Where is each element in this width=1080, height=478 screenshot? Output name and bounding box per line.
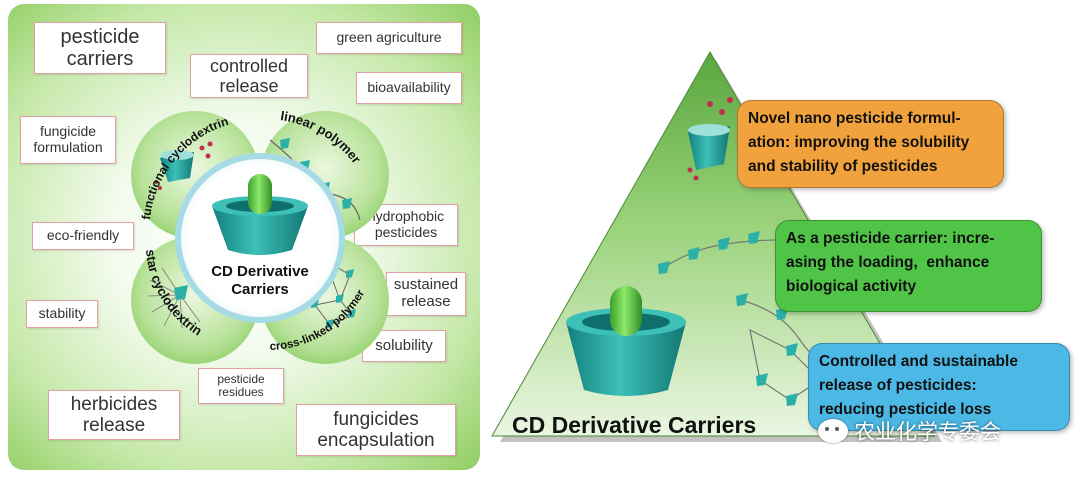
tag-bioavailability: bioavailability — [356, 72, 462, 104]
wechat-icon — [818, 419, 848, 443]
tag-stability: stability — [26, 300, 98, 328]
bubble-pesticide-carrier-text: As a pesticide carrier: incre- asing the… — [786, 230, 995, 296]
cd-derivative-diagram: functional cyclodextrin linear polymer s… — [131, 108, 389, 364]
tag-fungicides-encapsulation: fungicides encapsulation — [296, 404, 456, 456]
small-cup-icon — [687, 97, 733, 181]
tag-herbicides-release: herbicides release — [48, 390, 180, 440]
tag-pesticide-carriers: pesticide carriers — [34, 22, 166, 74]
bubble-nano-formulation-text: Novel nano pesticide formul- ation: impr… — [748, 110, 970, 176]
bubble-controlled-release: Controlled and sustainable release of pe… — [808, 343, 1070, 431]
tag-pesticide-residues: pesticide residues — [198, 368, 284, 404]
watermark: 农业化学专委会 — [818, 416, 1001, 446]
tag-green-agriculture: green agriculture — [316, 22, 462, 54]
tag-sustained-release: sustained release — [386, 272, 466, 316]
bubble-controlled-release-text: Controlled and sustainable release of pe… — [819, 353, 1018, 419]
guest-capsule-icon — [248, 174, 272, 214]
tag-eco-friendly: eco-friendly — [32, 222, 134, 250]
tag-fungicide-formulation: fungicide formulation — [20, 116, 116, 164]
bubble-pesticide-carrier: As a pesticide carrier: incre- asing the… — [775, 220, 1042, 312]
main-title: CD Derivative Carriers — [512, 412, 757, 438]
center-title-line1: CD Derivative — [211, 263, 309, 280]
star-cd-icon — [147, 267, 201, 329]
big-capsule-icon — [610, 286, 642, 336]
center-title-line2: Carriers — [231, 281, 289, 298]
tag-hydrophobic-pesticides: hydrophobic pesticides — [354, 204, 458, 246]
big-cup-icon — [566, 286, 686, 396]
functional-cd-icon — [154, 141, 213, 190]
watermark-text: 农业化学专委会 — [854, 421, 1001, 444]
bubble-nano-formulation: Novel nano pesticide formul- ation: impr… — [737, 100, 1004, 188]
tag-controlled-release: controlled release — [190, 54, 308, 98]
